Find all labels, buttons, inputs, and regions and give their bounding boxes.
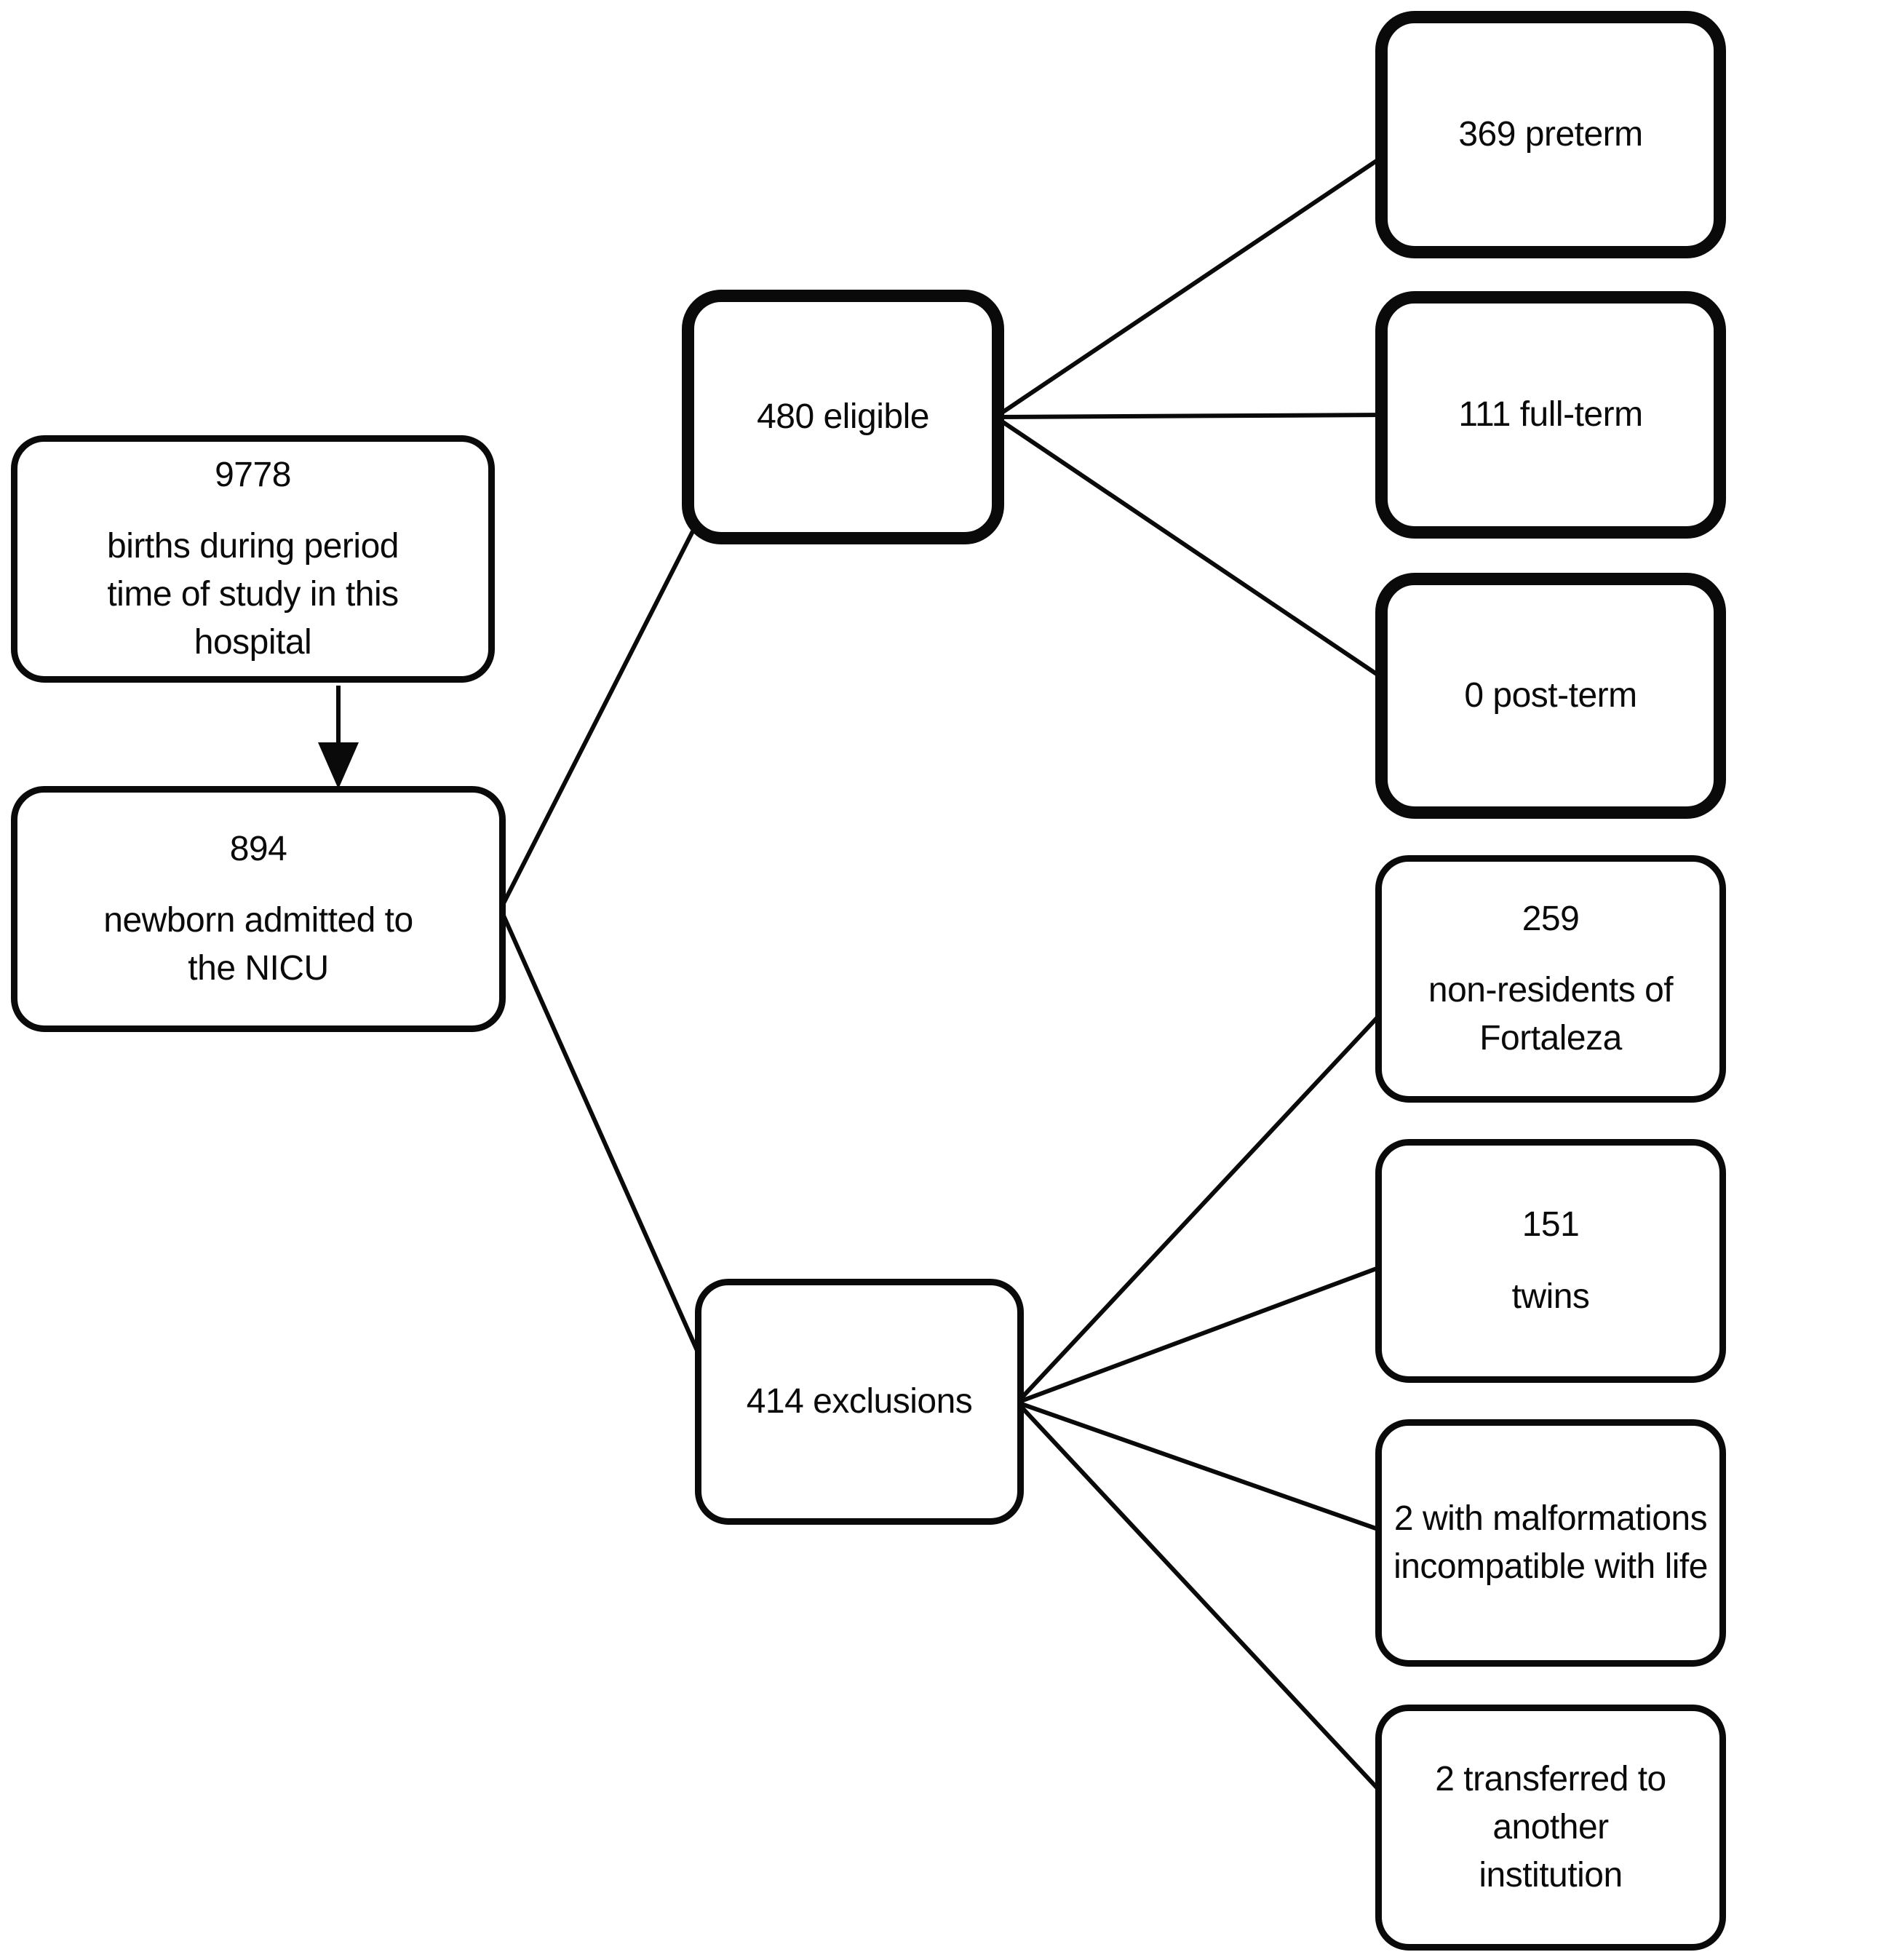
node-births-label: births during period time of study in th…	[107, 526, 399, 662]
node-twins-label: twins	[1511, 1277, 1590, 1316]
node-fullterm-label: 111 full-term	[1458, 394, 1643, 434]
edge-eligible-fullterm	[995, 413, 1387, 419]
node-nonresidents: 259 non-residents of Fortaleza	[1375, 855, 1726, 1103]
node-twins-number: 151	[1522, 1205, 1580, 1245]
edge-eligible-postterm	[994, 415, 1388, 683]
node-preterm-label: 369 preterm	[1458, 114, 1643, 154]
node-exclusions-label: 414 exclusions	[746, 1381, 973, 1421]
node-fullterm: 111 full-term	[1375, 291, 1726, 539]
node-admitted: 894 newborn admitted to the NICU	[11, 786, 506, 1032]
arrowhead-icon	[318, 742, 359, 789]
edge-exclusions-twins	[1016, 1263, 1388, 1405]
node-births-number: 9778	[215, 455, 291, 494]
node-preterm: 369 preterm	[1375, 11, 1726, 258]
edge-eligible-preterm	[994, 152, 1388, 419]
node-admitted-label: newborn admitted to the NICU	[103, 900, 413, 988]
edge-admitted-exclusions	[498, 908, 707, 1368]
node-transferred: 2 transferred to another institution	[1375, 1705, 1726, 1951]
edge-exclusions-transferred	[1015, 1400, 1388, 1800]
node-malformations-label: 2 with malformations incompatible with l…	[1393, 1499, 1708, 1586]
edge-exclusions-malformations	[1017, 1400, 1387, 1534]
node-transferred-label: 2 transferred to another institution	[1435, 1759, 1666, 1895]
node-nonresidents-number: 259	[1522, 899, 1580, 938]
node-nonresidents-label: non-residents of Fortaleza	[1428, 970, 1674, 1058]
node-postterm: 0 post-term	[1375, 573, 1726, 819]
node-postterm-label: 0 post-term	[1464, 675, 1637, 715]
node-eligible-label: 480 eligible	[757, 397, 929, 436]
node-malformations: 2 with malformations incompatible with l…	[1375, 1419, 1726, 1667]
edge-admitted-eligible	[498, 530, 695, 910]
node-admitted-number: 894	[229, 829, 287, 868]
node-eligible: 480 eligible	[682, 290, 1004, 544]
node-twins: 151 twins	[1375, 1139, 1726, 1383]
node-births: 9778 births during period time of study …	[11, 435, 495, 683]
edge-exclusions-nonresidents	[1015, 1006, 1388, 1405]
node-exclusions: 414 exclusions	[695, 1279, 1024, 1525]
